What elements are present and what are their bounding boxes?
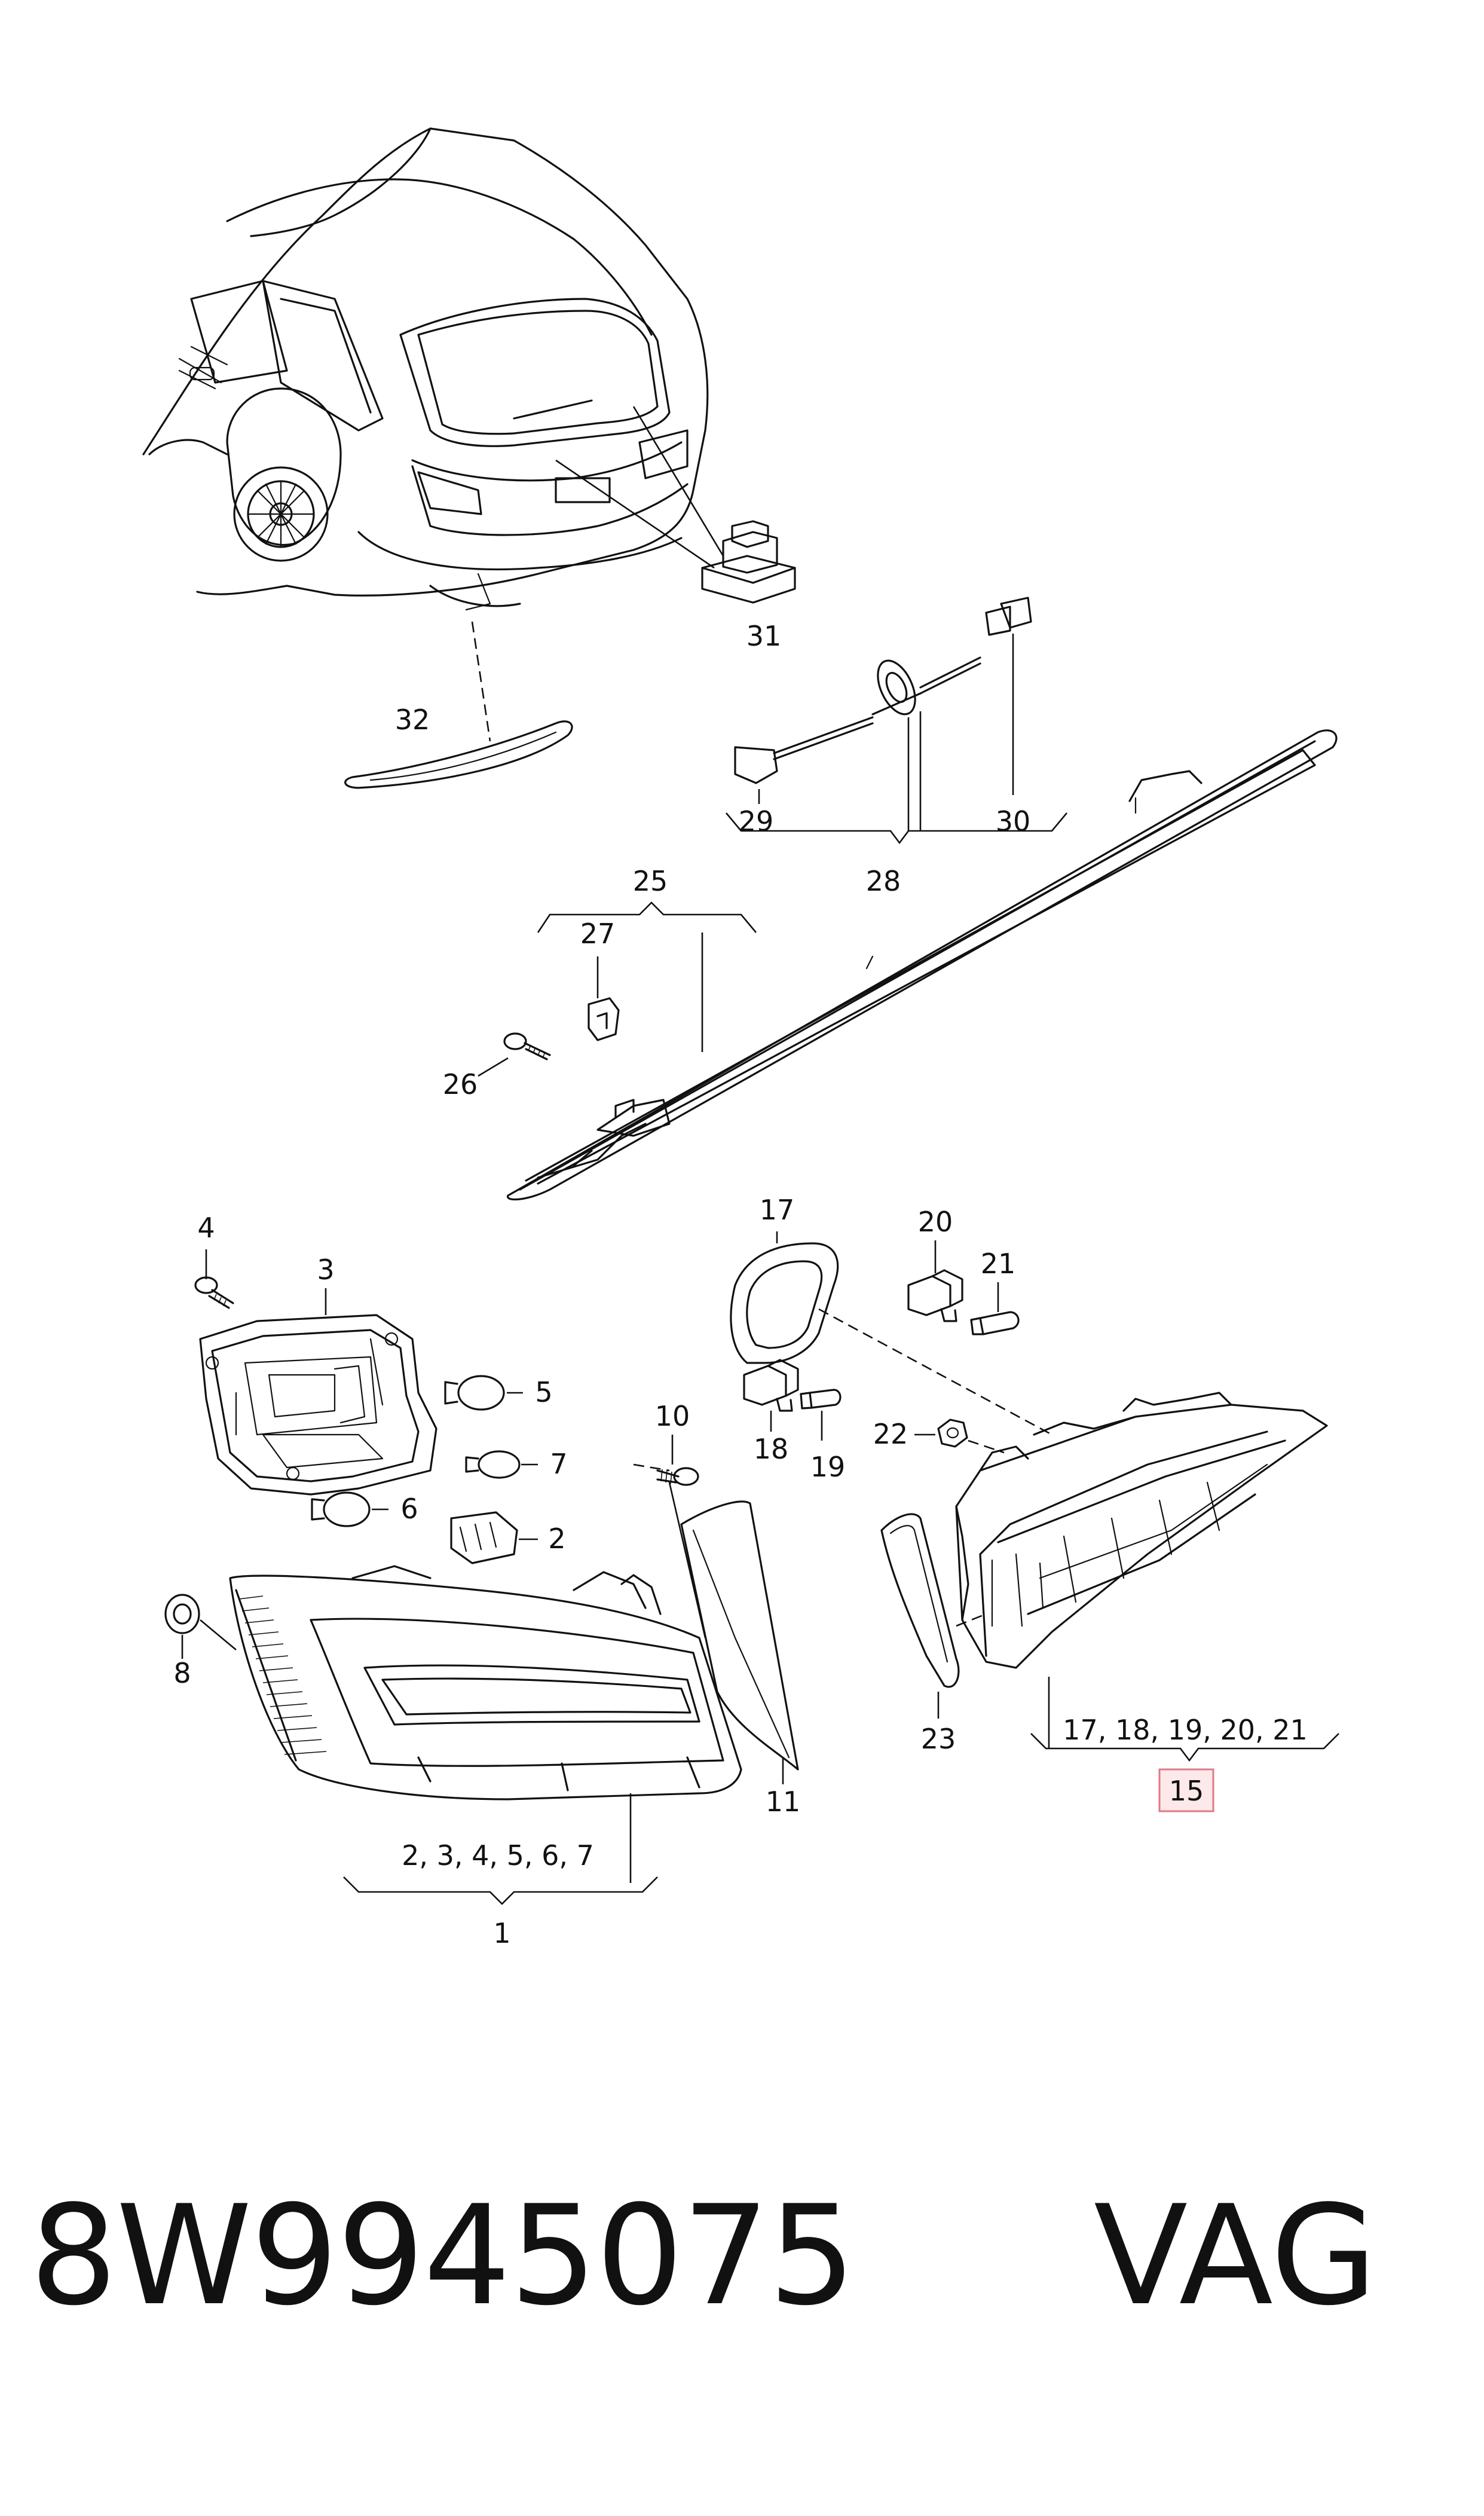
callout-11: 11	[766, 1786, 801, 1818]
bulb-5	[444, 1375, 523, 1411]
bulb-socket-20	[907, 1240, 963, 1322]
callout-27: 27	[580, 918, 616, 950]
screw-4	[194, 1249, 234, 1309]
callout-4: 4	[197, 1212, 215, 1244]
callout-32: 32	[395, 704, 430, 736]
callout-5: 5	[535, 1376, 552, 1408]
callout-10: 10	[655, 1400, 690, 1432]
callout-31: 31	[746, 620, 782, 652]
callout-28: 28	[866, 865, 901, 897]
callout-15-highlight-box	[1158, 1768, 1214, 1812]
callout-15: 15	[1169, 1775, 1204, 1807]
callout-29: 29	[739, 805, 774, 837]
bulb-7	[465, 1450, 538, 1479]
callout-8: 8	[173, 1657, 191, 1689]
clip-27	[588, 956, 620, 1041]
screw-26	[478, 1032, 551, 1077]
callout-7: 7	[550, 1448, 567, 1480]
trim-strip-32	[344, 621, 573, 789]
brand-label: VAG	[1094, 2176, 1378, 2336]
gasket-17	[730, 1231, 1052, 1436]
callout-17: 17	[760, 1194, 795, 1226]
part-number-label: 8W9945075	[30, 2176, 856, 2336]
bulb-carrier-3	[199, 1288, 437, 1496]
callout-22: 22	[873, 1418, 908, 1450]
callout-21: 21	[981, 1248, 1016, 1280]
bulb-21	[970, 1282, 1020, 1335]
car-rear-illustration	[142, 127, 709, 611]
bulb-6	[311, 1491, 388, 1527]
nut-22	[914, 1419, 1005, 1454]
connector-2	[450, 1511, 538, 1564]
callout-18: 18	[754, 1433, 789, 1465]
license-plate-light-31	[555, 406, 796, 604]
callout-1: 1	[493, 1917, 510, 1949]
callout-6: 6	[400, 1493, 418, 1525]
trim-23	[880, 1513, 987, 1719]
callout-30: 30	[996, 805, 1031, 837]
bulb-19	[800, 1389, 842, 1441]
inner-tail-light-15	[955, 1392, 1339, 1762]
callout-19: 19	[810, 1451, 846, 1483]
screw-10	[633, 1435, 699, 1486]
callout-26: 26	[443, 1068, 478, 1100]
callout-2: 2	[548, 1523, 565, 1555]
light-strip-25	[507, 729, 1338, 1201]
callout-25: 25	[633, 865, 668, 897]
gasket-11	[680, 1500, 799, 1784]
bulb-socket-18	[743, 1359, 799, 1432]
callout-23: 23	[921, 1723, 956, 1755]
wiring-harness-28	[726, 597, 1067, 845]
nut-8	[164, 1594, 237, 1659]
callout-3: 3	[317, 1254, 334, 1286]
group-15-members: 17, 18, 19, 20, 21	[1063, 1714, 1308, 1746]
group-1-members: 2, 3, 4, 5, 6, 7	[402, 1839, 594, 1872]
callout-20: 20	[918, 1206, 953, 1238]
